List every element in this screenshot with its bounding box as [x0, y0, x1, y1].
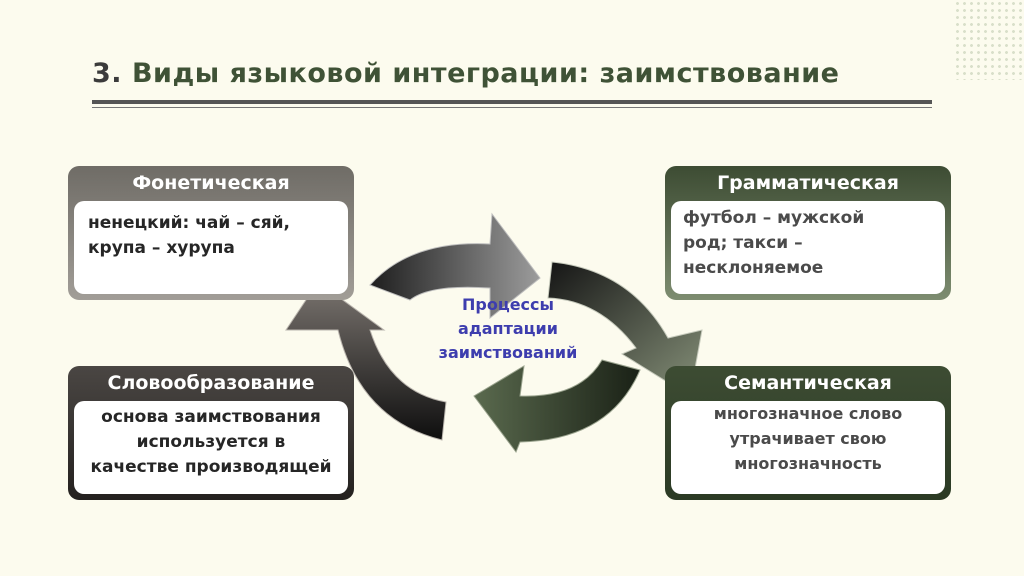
- center-label-line: заимствований: [438, 343, 578, 362]
- card-text-line: род; такси –: [683, 233, 803, 253]
- card-semantic: Семантическая многозначное слово утрачив…: [665, 366, 951, 500]
- cycle-arrow-right: [547, 261, 703, 397]
- card-grammatical-title: Грамматическая: [717, 172, 899, 194]
- card-word-formation: Словообразование основа заимствования ис…: [68, 366, 354, 500]
- slide-title-text: Виды языковой интеграции: заимствование: [131, 58, 840, 89]
- card-text-line: качестве производящей: [90, 457, 332, 477]
- card-semantic-body: многозначное слово утрачивает свою много…: [671, 401, 945, 494]
- cycle-arrow-bottom: [473, 359, 641, 454]
- card-phonetic-title: Фонетическая: [132, 172, 290, 194]
- cycle-arrow-top: [369, 212, 541, 320]
- card-text-line: крупа – хурупа: [88, 238, 235, 258]
- cycle-arrows-diagram: [285, 212, 703, 454]
- slide-title: 3. Виды языковой интеграции: заимствован…: [92, 58, 839, 89]
- card-text-line: футбол – мужской: [683, 208, 865, 228]
- card-grammatical-body: футбол – мужской род; такси – несклоняем…: [671, 201, 945, 294]
- card-word-formation-body: основа заимствования используется в каче…: [74, 401, 348, 494]
- card-text-line: несклоняемое: [683, 258, 824, 278]
- card-text-line: многозначное слово: [713, 404, 903, 423]
- card-semantic-title: Семантическая: [724, 372, 892, 394]
- corner-dot-pattern: [954, 0, 1024, 80]
- title-rule-thin: [92, 107, 932, 108]
- card-text-line: основа заимствования: [101, 407, 321, 427]
- card-text-line: ненецкий: чай – сяй,: [88, 213, 290, 233]
- center-label: Процессы адаптации заимствований: [408, 293, 608, 365]
- center-label-line: Процессы: [462, 295, 554, 314]
- slide-title-number: 3.: [92, 58, 123, 89]
- title-rule-thick: [92, 100, 932, 104]
- card-text-line: используется в: [136, 432, 286, 452]
- card-grammatical: Грамматическая футбол – мужской род; так…: [665, 166, 951, 300]
- card-text-line: утрачивает свою: [729, 429, 887, 448]
- center-label-line: адаптации: [458, 319, 558, 338]
- card-phonetic-body: ненецкий: чай – сяй, крупа – хурупа: [74, 201, 348, 294]
- card-word-formation-title: Словообразование: [107, 372, 315, 394]
- cycle-arrow-left: [285, 281, 447, 441]
- card-text-line: многозначность: [734, 454, 882, 473]
- card-phonetic: Фонетическая ненецкий: чай – сяй, крупа …: [68, 166, 354, 300]
